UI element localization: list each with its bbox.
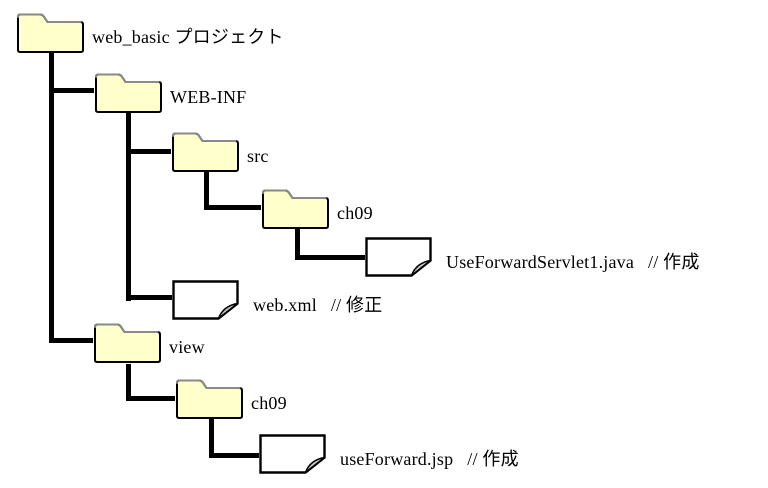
folder-icon [176, 379, 243, 419]
tree-node-ch09-src: ch09 [261, 187, 373, 229]
node-label: web.xml [253, 295, 317, 315]
connector-line [126, 149, 171, 154]
folder-icon [262, 189, 329, 229]
node-label: web_basic プロジェクト [92, 27, 284, 47]
node-label: UseForwardServlet1.java [446, 252, 635, 272]
tree-node-ch09-view: ch09 [175, 377, 287, 419]
file-icon [259, 434, 326, 474]
connector-line [126, 364, 131, 401]
connector-line [126, 295, 172, 300]
tree-node-web-basic: web_basic プロジェクト [16, 11, 284, 53]
connector-line [126, 396, 175, 401]
connector-line [204, 172, 209, 210]
node-label: ch09 [251, 393, 287, 413]
folder-icon [172, 132, 239, 172]
connector-line [209, 419, 214, 458]
connector-line [126, 112, 131, 301]
node-annotation: // 作成 [467, 449, 519, 469]
connector-line [49, 338, 93, 343]
node-annotation: // 修正 [330, 295, 383, 315]
file-icon [172, 280, 239, 320]
tree-node-useforwardservlet1-java: UseForwardServlet1.java // 作成 [365, 237, 700, 277]
node-label: ch09 [337, 203, 373, 223]
tree-node-useforward-jsp: useForward.jsp // 作成 [259, 434, 519, 474]
folder-icon [94, 323, 161, 363]
tree-node-web-inf: WEB-INF [94, 71, 246, 113]
connector-line [295, 229, 300, 260]
connector-line [295, 255, 365, 260]
tree-node-src: src [171, 130, 269, 172]
tree-node-web-xml: web.xml // 修正 [172, 280, 382, 320]
tree-node-view: view [93, 321, 205, 363]
folder-icon [95, 73, 162, 113]
connector-line [204, 205, 261, 210]
node-label: src [247, 146, 269, 166]
folder-icon [17, 13, 84, 53]
node-label: useForward.jsp [340, 449, 454, 469]
node-annotation: // 作成 [648, 252, 700, 272]
connector-line [49, 53, 54, 343]
file-icon [365, 237, 432, 277]
connector-line [49, 88, 94, 93]
connector-line [209, 453, 259, 458]
node-label: WEB-INF [170, 87, 247, 107]
node-label: view [169, 337, 205, 357]
